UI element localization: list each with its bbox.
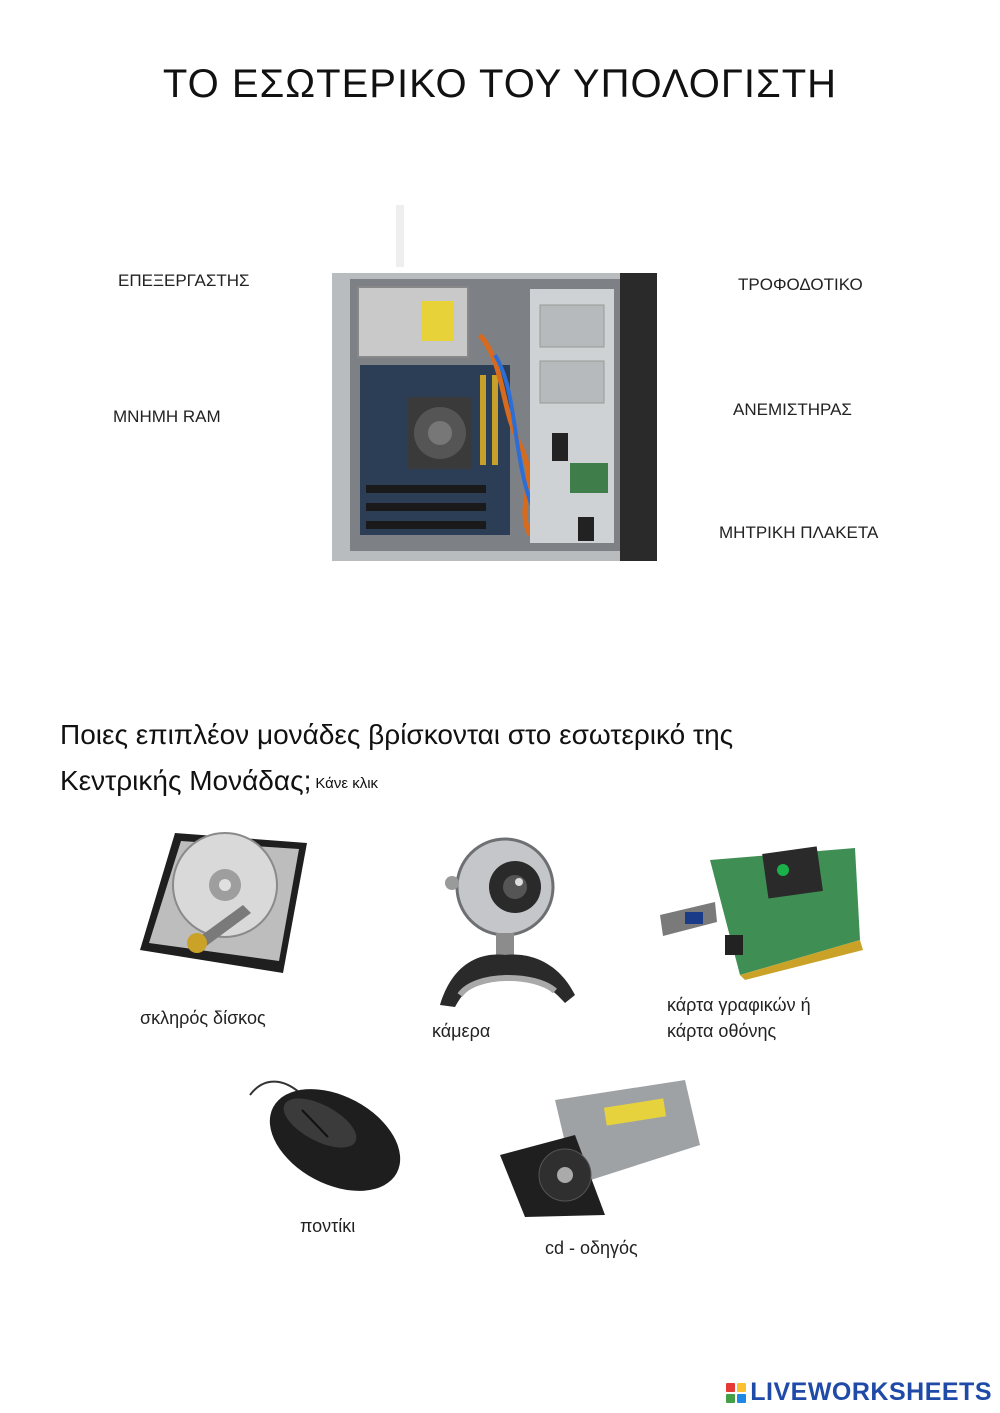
item-graphics-card[interactable]: κάρτα γραφικών ή κάρτα οθόνης [655,840,875,1050]
label-motherboard: ΜΗΤΡΙΚΗ ΠΛΑΚΕΤΑ [719,523,879,542]
caption-graphics-card-line2: κάρτα οθόνης [667,1021,777,1041]
question-line-1: Ποιες επιπλέον μονάδες βρίσκονται στο εσ… [60,719,734,750]
question-line-2-row: Κεντρικής Μονάδας;Κάνε κλικ [60,758,733,807]
mouse-image [249,1080,401,1191]
item-mouse[interactable]: ποντίκι [240,1075,410,1250]
hard-disk-image [140,832,307,973]
item-cd-drive[interactable]: cd - οδηγός [495,1075,705,1265]
caption-cd-drive: cd - οδηγός [545,1238,638,1258]
caption-mouse: ποντίκι [300,1216,356,1236]
caption-graphics-card-line1: κάρτα γραφικών ή [667,995,811,1015]
caption-hard-disk: σκληρός δίσκος [140,1008,266,1028]
caption-graphics-card: κάρτα γραφικών ή κάρτα οθόνης [667,992,811,1044]
item-hard-disk[interactable]: σκληρός δίσκος [130,825,310,1035]
logo-mark-icon [726,1382,747,1403]
page-title: ΤΟ ΕΣΩΤΕΡΙΚΟ ΤΟΥ ΥΠΟΛΟΓΙΣΤΗ [162,62,838,106]
liveworksheets-logo: LIVEWORKSHEETS [726,1378,992,1407]
question-line-2: Κεντρικής Μονάδας; [60,765,312,796]
pc-case-image [330,205,660,570]
label-psu: ΤΡΟΦΟΔΟΤΙΚΟ [738,275,863,294]
label-ram: ΜΝΗΜΗ RAM [113,407,221,426]
cd-drive-image [500,1080,700,1217]
label-fan: ΑΝΕΜΙΣΤΗΡΑΣ [733,400,852,419]
item-camera[interactable]: κάμερα [425,835,585,1050]
webcam-image [440,837,575,1007]
question-hint: Κάνε κλικ [315,775,379,792]
graphics-card-image [660,846,863,980]
logo-text: LIVEWORKSHEETS [750,1378,992,1406]
label-cpu: ΕΠΕΞΕΡΓΑΣΤΗΣ [118,271,250,290]
caption-camera: κάμερα [432,1021,491,1041]
question-text: Ποιες επιπλέον μονάδες βρίσκονται στο εσ… [60,712,733,807]
